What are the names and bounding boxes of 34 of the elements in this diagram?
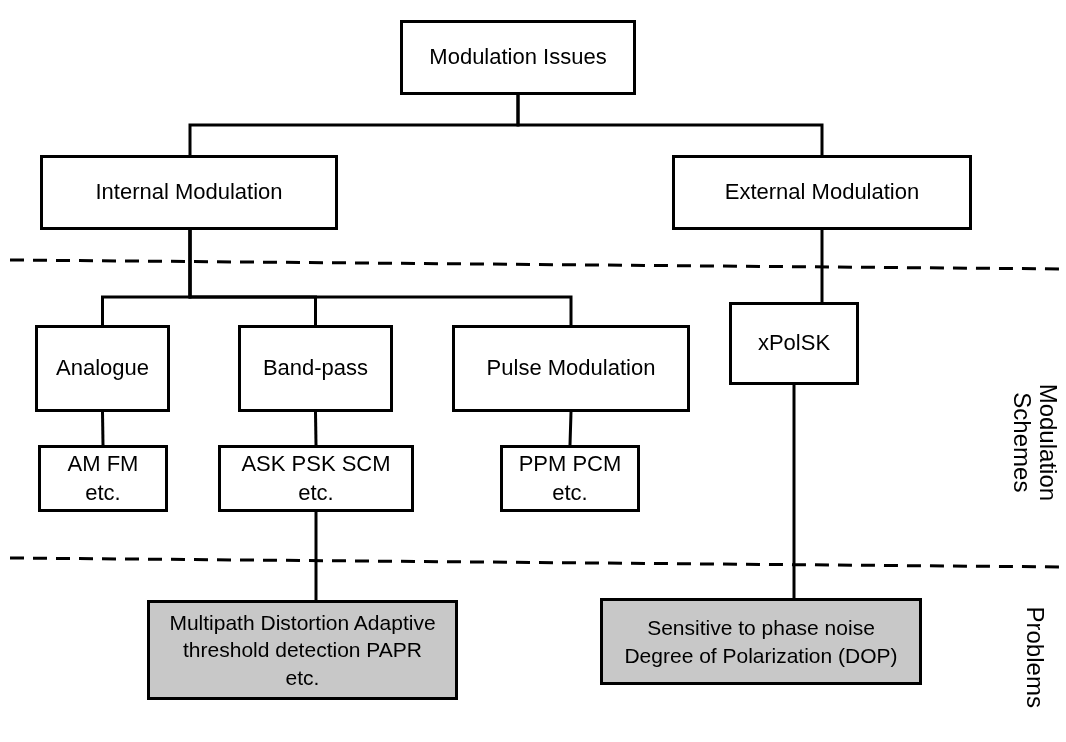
category-box (452, 325, 690, 412)
category-box (500, 445, 640, 512)
node-label: Internal Modulation (95, 178, 283, 207)
category-box (40, 155, 338, 230)
connector-line (314, 512, 318, 600)
node-label: Multipath Distortion Adaptive threshold detection PAPR etc. (168, 610, 437, 691)
node-label: ASK PSK SCM etc. (240, 449, 392, 507)
connector-line (314, 411, 318, 446)
node-label: Sensitive to phase noise Degree of Polarization (DOP) (623, 615, 899, 669)
problem-box (600, 598, 922, 685)
section-label: Modulation Schemes (1008, 382, 1062, 504)
connector-line (820, 230, 824, 302)
category-box (238, 325, 393, 412)
node-label: Band-pass (262, 354, 369, 383)
problem-box (147, 600, 458, 700)
node-label: Pulse Modulation (486, 354, 656, 383)
category-box (35, 325, 170, 412)
connector-line (516, 95, 824, 155)
category-box (218, 445, 414, 512)
category-box (729, 302, 859, 385)
section-label: Problems (1021, 605, 1049, 710)
category-box (38, 445, 168, 512)
category-box (672, 155, 972, 230)
node-label: PPM PCM etc. (517, 449, 623, 507)
category-box (400, 20, 636, 95)
node-label: xPolSK (757, 329, 831, 358)
connector-line (188, 230, 573, 325)
connector-line (568, 411, 573, 446)
node-label: AM FM etc. (66, 449, 140, 507)
node-label: External Modulation (724, 178, 920, 207)
connector-line (792, 385, 796, 598)
node-label: Analogue (56, 354, 149, 383)
node-label: Modulation Issues (429, 43, 607, 72)
connector-line (101, 411, 105, 446)
